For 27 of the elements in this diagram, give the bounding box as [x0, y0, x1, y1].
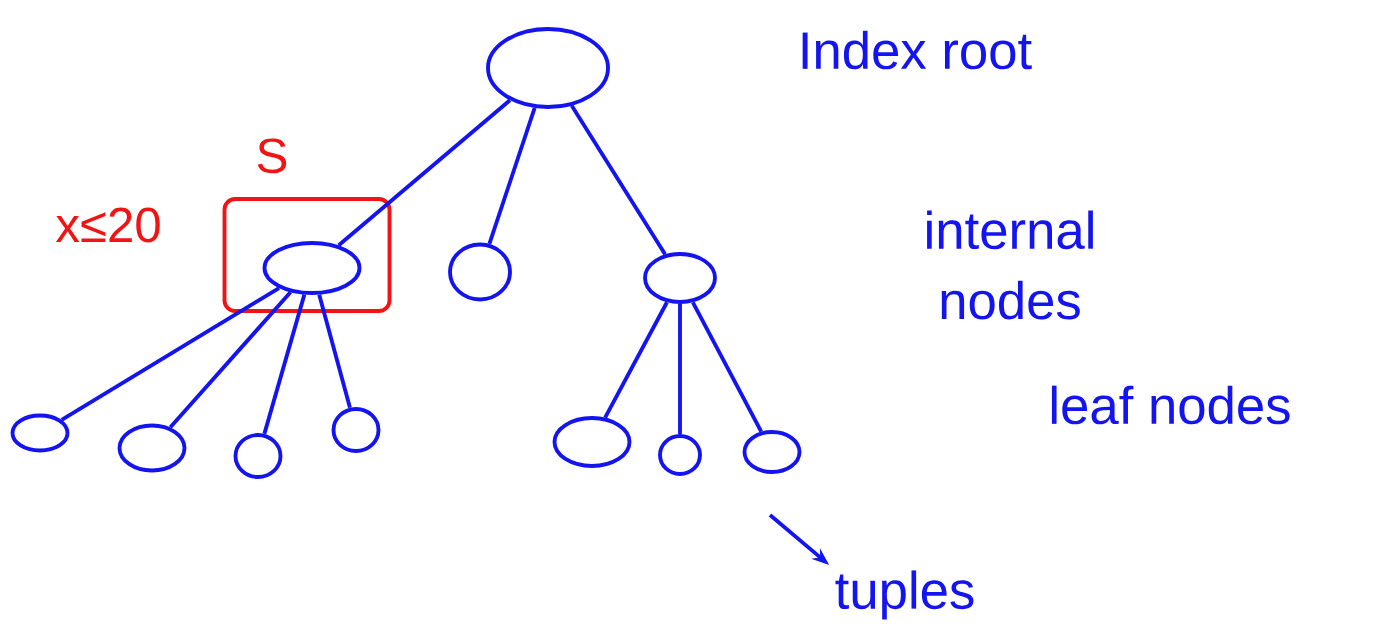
connector — [168, 290, 292, 429]
tree-node — [742, 430, 802, 474]
tree-node — [10, 413, 70, 453]
condition-label: x≤20 — [55, 207, 160, 243]
connector — [570, 104, 667, 256]
tree-node — [643, 252, 717, 304]
node-label: tuples — [835, 570, 974, 620]
tree-node — [331, 407, 381, 453]
connector — [487, 107, 537, 245]
connector — [317, 294, 352, 409]
connector — [337, 98, 512, 247]
tree-node — [658, 434, 702, 476]
connector — [60, 286, 280, 422]
tree-node — [552, 416, 632, 468]
connector — [262, 294, 307, 435]
annotation: leaf nodes — [1051, 385, 1290, 425]
connector — [678, 303, 682, 435]
tree-node — [262, 241, 362, 295]
tree-node — [233, 433, 283, 479]
tree-node — [448, 242, 512, 302]
box-heading: S — [257, 138, 287, 174]
tree-node — [117, 423, 187, 473]
annotation: Index root — [802, 30, 1032, 70]
tree-node — [486, 27, 610, 109]
annotation: internal nodes — [927, 210, 1093, 320]
connector — [603, 301, 669, 419]
connector — [691, 301, 763, 433]
